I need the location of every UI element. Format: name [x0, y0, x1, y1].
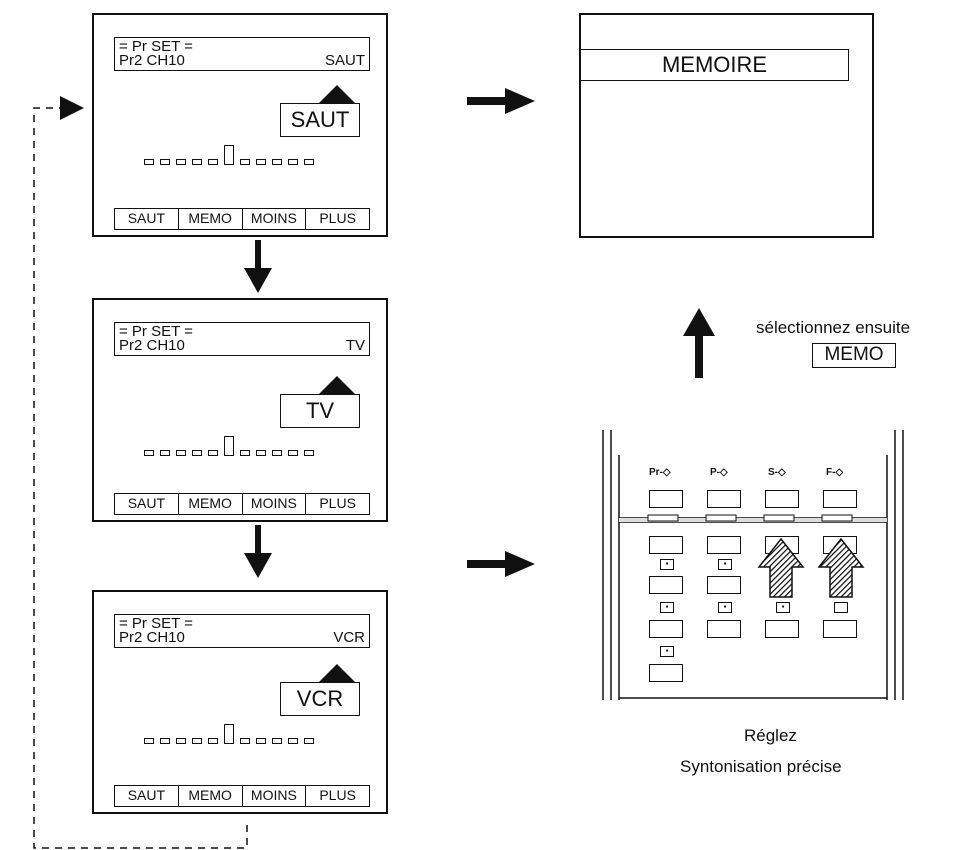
remote-label-pr: Pr-◇ [649, 467, 671, 478]
remote-button[interactable] [707, 536, 741, 554]
tuning-bar [144, 724, 314, 744]
function-menu: SAUT MEMO MOINS PLUS [114, 208, 370, 230]
mode-label: VCR [280, 682, 360, 716]
up-arrow [683, 308, 715, 378]
remote-button[interactable] [707, 620, 741, 638]
mode-label: TV [280, 394, 360, 428]
right-arrow-2 [467, 551, 535, 577]
pointer-triangle [319, 85, 355, 103]
remote-icon: ▪ [660, 559, 674, 570]
function-menu: SAUT MEMO MOINS PLUS [114, 785, 370, 807]
header-title: = Pr SET = [119, 323, 193, 340]
caption-line2: Syntonisation précise [680, 757, 842, 776]
remote-button[interactable] [707, 576, 741, 594]
function-menu: SAUT MEMO MOINS PLUS [114, 493, 370, 515]
instruction-text: sélectionnez ensuite [756, 318, 911, 337]
remote-icon: ▪ [718, 602, 732, 613]
remote-label-p: P-◇ [710, 467, 728, 478]
remote-button[interactable] [649, 536, 683, 554]
down-arrow-2 [244, 525, 272, 578]
program-channel: Pr2 CH10 [119, 337, 185, 354]
screen-memoire: MEMOIRE [579, 13, 874, 238]
mode-value: SAUT [324, 52, 365, 69]
screen-header: = Pr SET = Pr2 CH10 VCR [114, 614, 370, 648]
menu-plus: PLUS [319, 787, 356, 803]
header-title: = Pr SET = [119, 615, 193, 632]
loop-arrowhead [60, 96, 84, 120]
pointer-triangle [319, 664, 355, 682]
program-channel: Pr2 CH10 [119, 629, 185, 646]
mode-value: TV [345, 337, 365, 354]
menu-memo: MEMO [179, 786, 243, 806]
remote-icon: ▪ [718, 559, 732, 570]
mode-value: VCR [333, 629, 365, 646]
remote-button[interactable] [765, 620, 799, 638]
tuning-bar [144, 145, 314, 165]
menu-moins: MOINS [243, 494, 307, 514]
remote-button[interactable] [649, 664, 683, 682]
remote-icon: ▪ [660, 602, 674, 613]
remote-button[interactable] [707, 490, 741, 508]
press-arrow-s [757, 537, 805, 598]
loop-back-line [33, 107, 248, 849]
remote-button[interactable] [649, 620, 683, 638]
menu-memo: MEMO [179, 494, 243, 514]
menu-moins: MOINS [243, 786, 307, 806]
remote-control [602, 430, 904, 700]
remote-button[interactable] [649, 576, 683, 594]
remote-button[interactable] [823, 620, 857, 638]
menu-saut: SAUT [115, 494, 179, 514]
caption-line1: Réglez [744, 726, 797, 745]
menu-memo: MEMO [179, 209, 243, 229]
mode-label: SAUT [280, 103, 360, 137]
down-arrow-1 [244, 240, 272, 293]
menu-plus: PLUS [319, 495, 356, 511]
press-arrow-f [817, 537, 865, 598]
header-title: = Pr SET = [119, 38, 193, 55]
remote-buttons: Pr-◇ P-◇ S-◇ F-◇ ▪ ▪ ▪ ▪ ▪ ▪ [600, 430, 906, 700]
remote-button[interactable] [649, 490, 683, 508]
tuning-bar [144, 436, 314, 456]
remote-icon: ▪ [660, 646, 674, 657]
menu-moins: MOINS [243, 209, 307, 229]
program-channel: Pr2 CH10 [119, 52, 185, 69]
menu-saut: SAUT [115, 209, 179, 229]
remote-icon [834, 602, 848, 613]
remote-button[interactable] [765, 490, 799, 508]
screen-header: = Pr SET = Pr2 CH10 SAUT [114, 37, 370, 71]
remote-label-f: F-◇ [826, 467, 844, 478]
menu-plus: PLUS [319, 210, 356, 226]
pointer-triangle [319, 376, 355, 394]
press-arrows [757, 537, 865, 598]
memoire-label: MEMOIRE [581, 49, 849, 81]
remote-button[interactable] [823, 490, 857, 508]
remote-label-s: S-◇ [768, 467, 786, 478]
menu-saut: SAUT [115, 786, 179, 806]
memo-key: MEMO [812, 343, 896, 368]
remote-icon: ▪ [776, 602, 790, 613]
screen-header: = Pr SET = Pr2 CH10 TV [114, 322, 370, 356]
right-arrow-1 [467, 88, 535, 114]
